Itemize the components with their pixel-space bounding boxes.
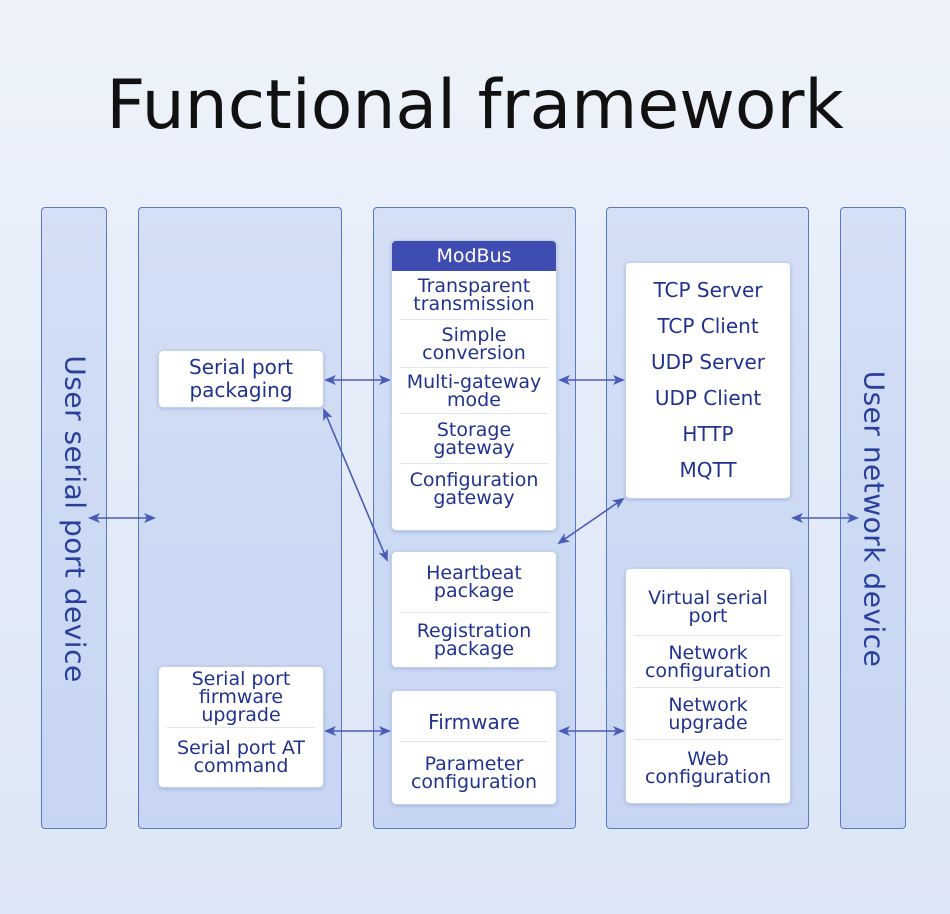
network-feature-item: Virtual serial port [648,587,768,627]
serial-upgrade-box: Serial port firmware upgrade Serial port… [158,666,324,788]
arrow-heartbeat-protocols [557,497,625,545]
protocol-item: HTTP [682,422,734,446]
network-feature-item: Web configuration [634,739,782,795]
heartbeat-item: Registration package [400,612,548,667]
arrow-packaging-heartbeat [323,408,388,562]
modbus-item: Multi-gateway mode [400,367,548,413]
modbus-item: Transparent transmission [413,275,535,315]
modbus-item: Storage gateway [400,413,548,463]
firmware-item: Firmware [428,710,520,734]
heartbeat-item: Heartbeat package [426,562,522,602]
serial-packaging-box: Serial port packaging [158,350,324,408]
protocol-item: UDP Server [650,350,766,374]
serial-upgrade-item: Serial port firmware upgrade [191,668,291,726]
modbus-box: ModBus Transparent transmission Simple c… [391,240,557,531]
protocol-item: MQTT [679,458,737,482]
network-feature-item: Network upgrade [634,687,782,739]
heartbeat-box: Heartbeat package Registration package [391,551,557,668]
page-title: Functional framework [106,66,844,145]
network-features-box: Virtual serial port Network configuratio… [625,568,791,804]
modbus-header: ModBus [392,241,556,271]
protocol-item: TCP Server [653,278,763,302]
protocol-box: TCP Server TCP Client UDP Server UDP Cli… [625,262,791,499]
modbus-item: Configuration gateway [400,463,548,513]
network-feature-item: Network configuration [634,635,782,687]
firmware-box: Firmware Parameter configuration [391,690,557,805]
serial-packaging-label: Serial port packaging [189,355,293,402]
protocol-item: UDP Client [654,386,762,410]
modbus-item: Simple conversion [400,319,548,367]
firmware-item: Parameter configuration [400,741,548,804]
protocol-item: TCP Client [657,314,759,338]
serial-upgrade-item: Serial port AT command [167,727,315,785]
